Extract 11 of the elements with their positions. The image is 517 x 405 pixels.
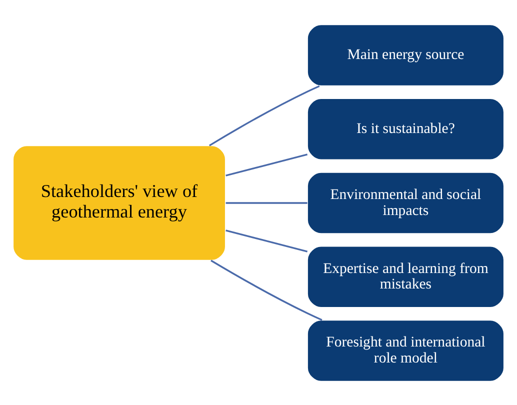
node-box: Environmental and social impacts bbox=[306, 171, 505, 234]
connector bbox=[226, 202, 308, 204]
node-box: Main energy source bbox=[306, 23, 505, 86]
node-box: Is it sustainable? bbox=[306, 97, 505, 160]
node-box: Stakeholders' view of geothermal energy bbox=[12, 144, 226, 260]
connector bbox=[208, 84, 320, 146]
node-box: Foresight and international role model bbox=[306, 319, 505, 382]
connector bbox=[226, 229, 308, 252]
node-box: Expertise and learning from mistakes bbox=[306, 245, 505, 308]
connector bbox=[210, 259, 322, 320]
connector bbox=[226, 153, 308, 176]
